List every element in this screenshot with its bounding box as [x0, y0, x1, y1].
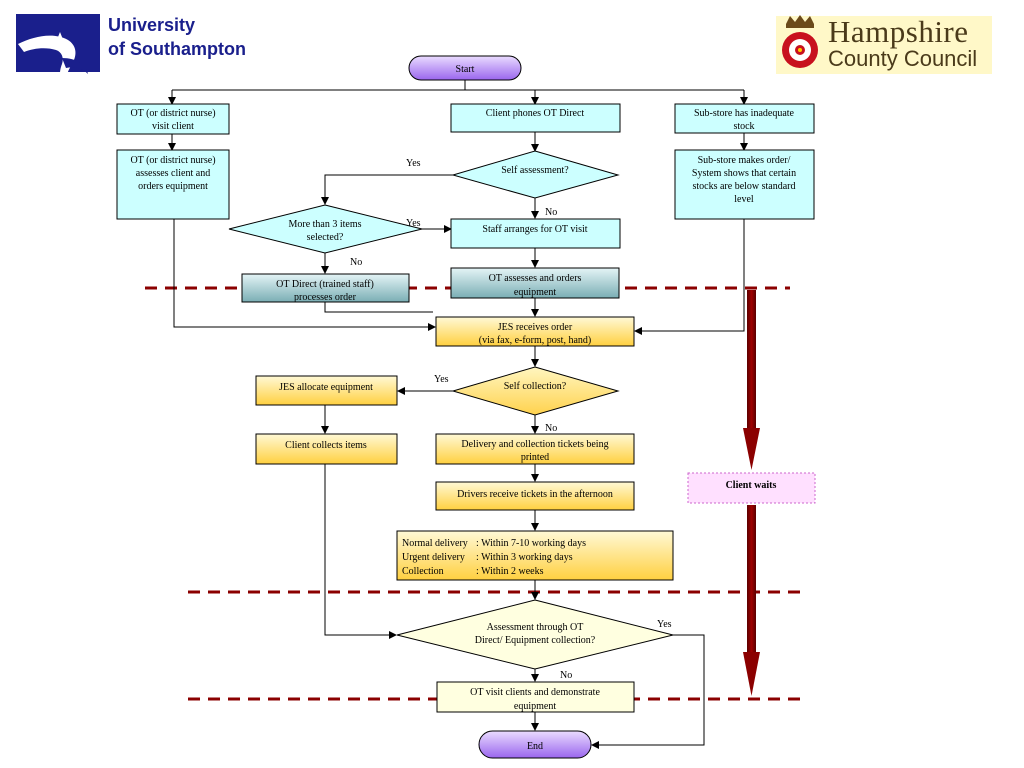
text-line: (via fax, e-form, post, hand) — [479, 335, 591, 346]
substore-order-box: Sub-store makes order/ System shows that… — [674, 149, 815, 220]
delivery-label: Urgent delivery — [402, 552, 465, 563]
connector — [634, 219, 745, 335]
text-line: OT visit clients and demonstrate — [470, 687, 600, 698]
text-line: Direct/ Equipment collection? — [475, 635, 596, 646]
crest-icon — [782, 15, 818, 68]
edge-label-no: No — [560, 670, 572, 681]
delivery-value: : Within 2 weeks — [476, 566, 544, 577]
text-line: Client waits — [726, 480, 777, 491]
text-line: stock — [733, 121, 754, 132]
delivery-value: : Within 3 working days — [476, 552, 573, 563]
end-node: End — [478, 730, 592, 759]
text-line: OT (or district nurse) — [130, 108, 215, 119]
text-line: orders equipment — [138, 181, 208, 192]
edge-label-yes: Yes — [406, 218, 421, 229]
ot-assesses-orders-box: OT assesses and orders equipment — [450, 267, 620, 299]
text-line: Client collects items — [285, 440, 367, 451]
drivers-receive-box: Drivers receive tickets in the afternoon — [435, 481, 635, 511]
text-line: More than 3 items — [288, 219, 361, 230]
waiting-arrow — [743, 290, 760, 696]
text-line: Staff arranges for OT visit — [482, 224, 587, 235]
text-line: level — [734, 194, 754, 205]
text-line: Self assessment? — [501, 165, 569, 176]
text-line: JES receives order — [498, 322, 573, 333]
university-name-line1: University — [108, 15, 196, 35]
edge-label-yes: Yes — [657, 619, 672, 630]
connector — [321, 174, 453, 205]
edge-label-no: No — [545, 207, 557, 218]
text-line: Drivers receive tickets in the afternoon — [457, 489, 613, 500]
text-line: assesses client and — [136, 168, 210, 179]
edge-label-yes: Yes — [434, 374, 449, 385]
text-line: OT (or district nurse) — [130, 155, 215, 166]
text-line: Sub-store makes order/ — [698, 155, 791, 166]
university-logo — [16, 14, 100, 92]
text-line: equipment — [514, 701, 556, 712]
delivery-times-box: Normal delivery : Within 7-10 working da… — [396, 530, 674, 581]
connector — [173, 219, 436, 331]
start-node: Start — [408, 55, 522, 81]
connector — [324, 302, 433, 313]
substore-inadequate-box: Sub-store has inadequate stock — [674, 103, 815, 134]
connector — [591, 634, 705, 749]
text-line: stocks are below standard — [692, 181, 795, 192]
text-line: OT assesses and orders — [489, 273, 582, 284]
staff-arranges-box: Staff arranges for OT visit — [450, 218, 621, 249]
ot-assesses-box: OT (or district nurse) assesses client a… — [116, 149, 230, 220]
delivery-value: : Within 7-10 working days — [476, 538, 586, 549]
text-line: processes order — [294, 292, 357, 303]
text-line: Self collection? — [504, 381, 567, 392]
hcc-name-line2: County Council — [828, 46, 978, 71]
text-line: JES allocate equipment — [279, 382, 373, 393]
hcc-name-line1: Hampshire — [828, 14, 969, 49]
start-label: Start — [456, 64, 475, 75]
edge-label-yes: Yes — [406, 158, 421, 169]
university-name-line2: of Southampton — [108, 39, 246, 59]
text-line: visit client — [152, 121, 194, 132]
text-line: Assessment through OT — [487, 622, 584, 633]
text-line: printed — [521, 452, 549, 463]
text-line: Sub-store has inadequate — [694, 108, 795, 119]
self-collection-decision: Self collection? — [451, 366, 620, 416]
text-line: OT Direct (trained staff) — [276, 279, 374, 290]
delivery-label: Normal delivery — [402, 538, 468, 549]
jes-allocate-box: JES allocate equipment — [255, 375, 398, 406]
delivery-label: Collection — [402, 566, 444, 577]
jes-receives-box: JES receives order (via fax, e-form, pos… — [435, 316, 635, 347]
more-than-3-decision: More than 3 items selected? — [228, 204, 423, 254]
text-line: selected? — [307, 232, 344, 243]
end-label: End — [527, 741, 543, 752]
text-line: System shows that certain — [692, 168, 796, 179]
ot-visit-demo-box: OT visit clients and demonstrate equipme… — [436, 681, 635, 713]
connector — [324, 464, 397, 639]
text-line: Client phones OT Direct — [486, 108, 585, 119]
ot-direct-processes-box: OT Direct (trained staff) processes orde… — [241, 273, 410, 303]
client-waits-box: Client waits — [687, 472, 816, 504]
client-collects-box: Client collects items — [255, 433, 398, 465]
assessment-through-decision: Assessment through OT Direct/ Equipment … — [396, 599, 674, 670]
tickets-printed-box: Delivery and collection tickets being pr… — [435, 433, 635, 465]
client-phones-box: Client phones OT Direct — [450, 103, 621, 133]
edge-label-no: No — [350, 257, 362, 268]
text-line: equipment — [514, 287, 556, 298]
dolphin-icon — [18, 32, 88, 92]
text-line: Delivery and collection tickets being — [461, 439, 608, 450]
edge-label-no: No — [545, 423, 557, 434]
ot-visit-client-box: OT (or district nurse) visit client — [116, 103, 230, 135]
self-assessment-decision: Self assessment? — [451, 150, 620, 199]
connector — [172, 80, 744, 104]
